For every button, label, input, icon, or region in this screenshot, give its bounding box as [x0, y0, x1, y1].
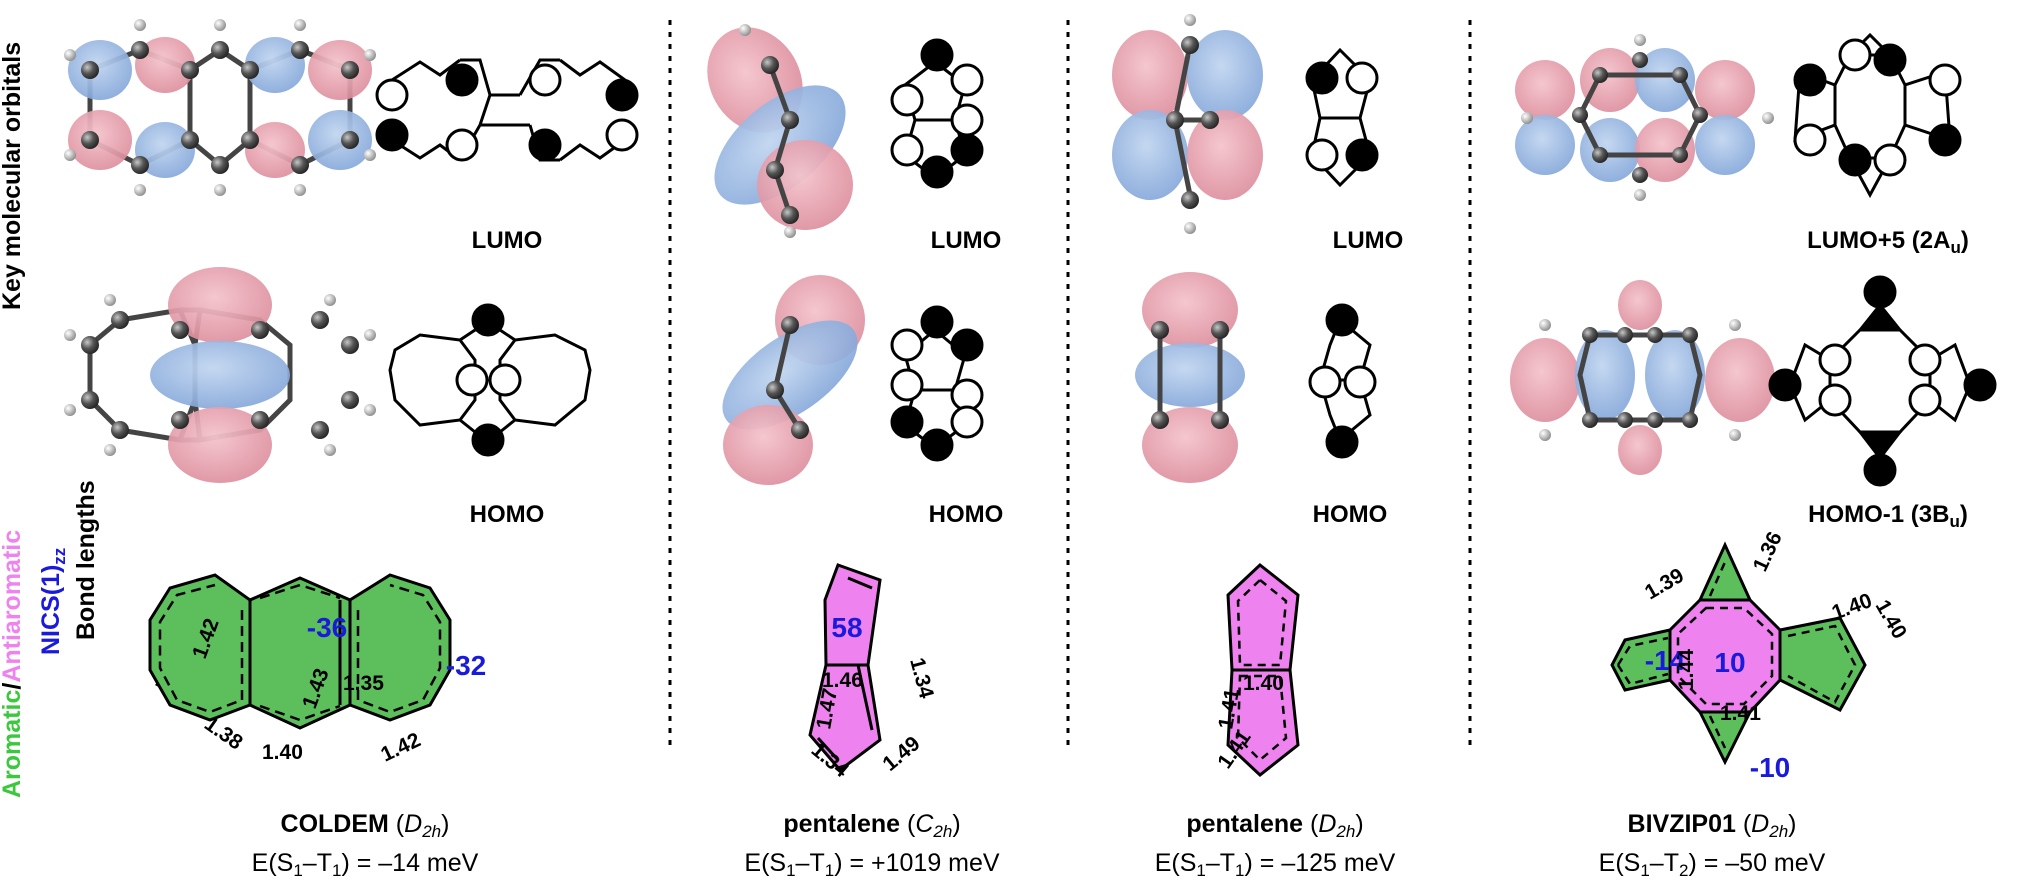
orbital-3d-pentalene-c2h-homo [722, 275, 865, 485]
caption-name: pentalene (D2h) [1186, 810, 1363, 841]
orbital-schematic-coldem-homo [388, 303, 592, 457]
orbital-3d-coldem-homo [64, 267, 376, 483]
nics-coldem-1: -36 [307, 612, 347, 643]
column-bivzip01: LUMO+5 (2Au) HOM [1510, 32, 1997, 880]
orbital-3d-coldem-lumo [64, 19, 376, 196]
caption-pentalene-d2h: pentalene (D2h) E(S1–T1) = –125 meV [1155, 810, 1396, 880]
bond-length: 1.40 [1243, 672, 1284, 695]
caption-name: BIVZIP01 (D2h) [1628, 810, 1797, 841]
label-coldem-homo: HOMO [470, 501, 545, 528]
orbital-schematic-bivzip01-lumo [1793, 32, 1962, 199]
orbital-schematic-pentalene-c2h-homo [890, 305, 984, 462]
nics-pentalene-c2h: 58 [831, 612, 862, 643]
bond-length: 1.40 [1871, 596, 1911, 643]
bond-structure-pentalene-c2h [808, 563, 882, 773]
bond-length: 1.42 [377, 728, 424, 766]
column-dividers [668, 20, 1472, 752]
orbital-schematic-pentalene-c2h-lumo [890, 38, 984, 189]
caption-bivzip01: BIVZIP01 (D2h) E(S1–T2) = –50 meV [1599, 810, 1826, 880]
bond-length: 1.35 [343, 672, 384, 695]
orbital-schematic-pentalene-d2h-lumo [1305, 47, 1379, 188]
label-pentalene-c2h-homo: HOMO [929, 501, 1004, 528]
orbital-3d-bivzip01-homo [1510, 280, 1775, 475]
bond-structure-pentalene-d2h [1226, 563, 1300, 777]
orbital-schematic-pentalene-d2h-homo [1308, 303, 1377, 459]
bond-length: 1.40 [1829, 589, 1875, 625]
caption-energy: E(S1–T1) = –125 meV [1155, 849, 1396, 880]
caption-energy: E(S1–T1) = +1019 meV [744, 849, 1000, 880]
bond-length: 1.46 [822, 669, 863, 692]
caption-pentalene-c2h: pentalene (C2h) E(S1–T1) = +1019 meV [744, 810, 1000, 880]
label-bivzip01-lumo: LUMO+5 (2Au) [1807, 227, 1969, 257]
label-bivzip01-homo: HOMO-1 (3Bu) [1808, 501, 1968, 531]
orbital-3d-bivzip01-lumo [1515, 34, 1774, 201]
label-pentalene-c2h-lumo: LUMO [931, 227, 1002, 254]
caption-coldem: COLDEM (D2h) E(S1–T1) = –14 meV [252, 810, 479, 880]
bond-length: 1.36 [1749, 528, 1787, 575]
side-label-nics: NICS(1)zz [37, 548, 69, 655]
side-labels: Key molecular orbitals Aromatic/Antiarom… [0, 42, 100, 798]
bond-length: 1.39 [1641, 564, 1688, 604]
bond-length: 1.34 [905, 655, 938, 701]
side-label-orbitals: Key molecular orbitals [0, 42, 26, 310]
label-pentalene-d2h-homo: HOMO [1313, 501, 1388, 528]
caption-energy: E(S1–T1) = –14 meV [252, 849, 479, 880]
label-coldem-lumo: LUMO [472, 227, 543, 254]
caption-energy: E(S1–T2) = –50 meV [1599, 849, 1826, 880]
orbital-schematic-bivzip01-homo [1768, 275, 1997, 487]
bond-length: 1.41 [1720, 702, 1761, 725]
bond-length: 1.44 [1675, 649, 1698, 690]
nics-bivzip01-2: 10 [1714, 647, 1745, 678]
nics-coldem-2: -32 [446, 650, 486, 681]
nics-bivzip01-3: -10 [1750, 752, 1790, 783]
orbital-3d-pentalene-c2h-lumo [707, 24, 853, 238]
caption-name: COLDEM (D2h) [281, 810, 450, 841]
side-label-aromatic: Aromatic/Antiaromatic [0, 530, 26, 798]
nics-bivzip01-1: -14 [1645, 645, 1686, 676]
bond-length: 1.49 [878, 732, 924, 776]
column-pentalene-d2h: LUMO HOMO 1.40 1.41 1.41 pentalene (D2h) [1112, 14, 1403, 880]
orbital-schematic-coldem-lumo [375, 58, 639, 162]
caption-name: pentalene (C2h) [783, 810, 960, 841]
column-pentalene-c2h: LUMO HOMO 58 1.46 1.47 1.34 1.34 [707, 24, 1004, 880]
bond-structure-coldem [148, 573, 452, 730]
bond-length: 1.40 [262, 741, 303, 764]
side-label-bond-lengths: Bond lengths [72, 480, 100, 640]
orbital-3d-pentalene-d2h-lumo [1112, 14, 1263, 234]
column-coldem: LUMO [64, 19, 639, 880]
bond-structure-bivzip01 [1610, 541, 1867, 766]
label-pentalene-d2h-lumo: LUMO [1333, 227, 1404, 254]
orbital-3d-pentalene-d2h-homo [1135, 272, 1245, 483]
